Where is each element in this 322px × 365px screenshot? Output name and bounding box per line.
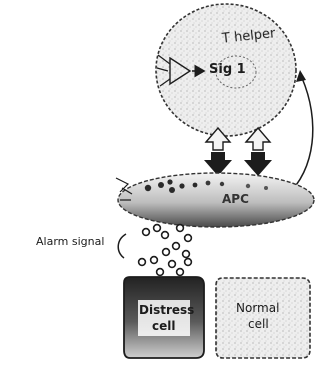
- distressed-cell-label-line2: cell: [152, 320, 175, 332]
- alarm-signal-label: Alarm signal: [36, 236, 104, 247]
- sig1-label: Sig 1: [209, 63, 246, 76]
- distressed-cell-label: Distress: [139, 304, 194, 316]
- alarm-signal-particles: [139, 225, 192, 276]
- normal-cell-label: Normal: [236, 302, 279, 314]
- apc-cell: [116, 173, 314, 227]
- distressed-cell: [124, 277, 204, 358]
- apc-label: APC: [222, 193, 249, 205]
- feedback-arrowhead-icon: [296, 70, 306, 82]
- double-arrow-right-icon: [244, 128, 272, 176]
- alarm-signal-bracket-icon: [118, 234, 126, 258]
- normal-cell-label-line2: cell: [248, 318, 269, 330]
- signal-arrows: [204, 128, 272, 176]
